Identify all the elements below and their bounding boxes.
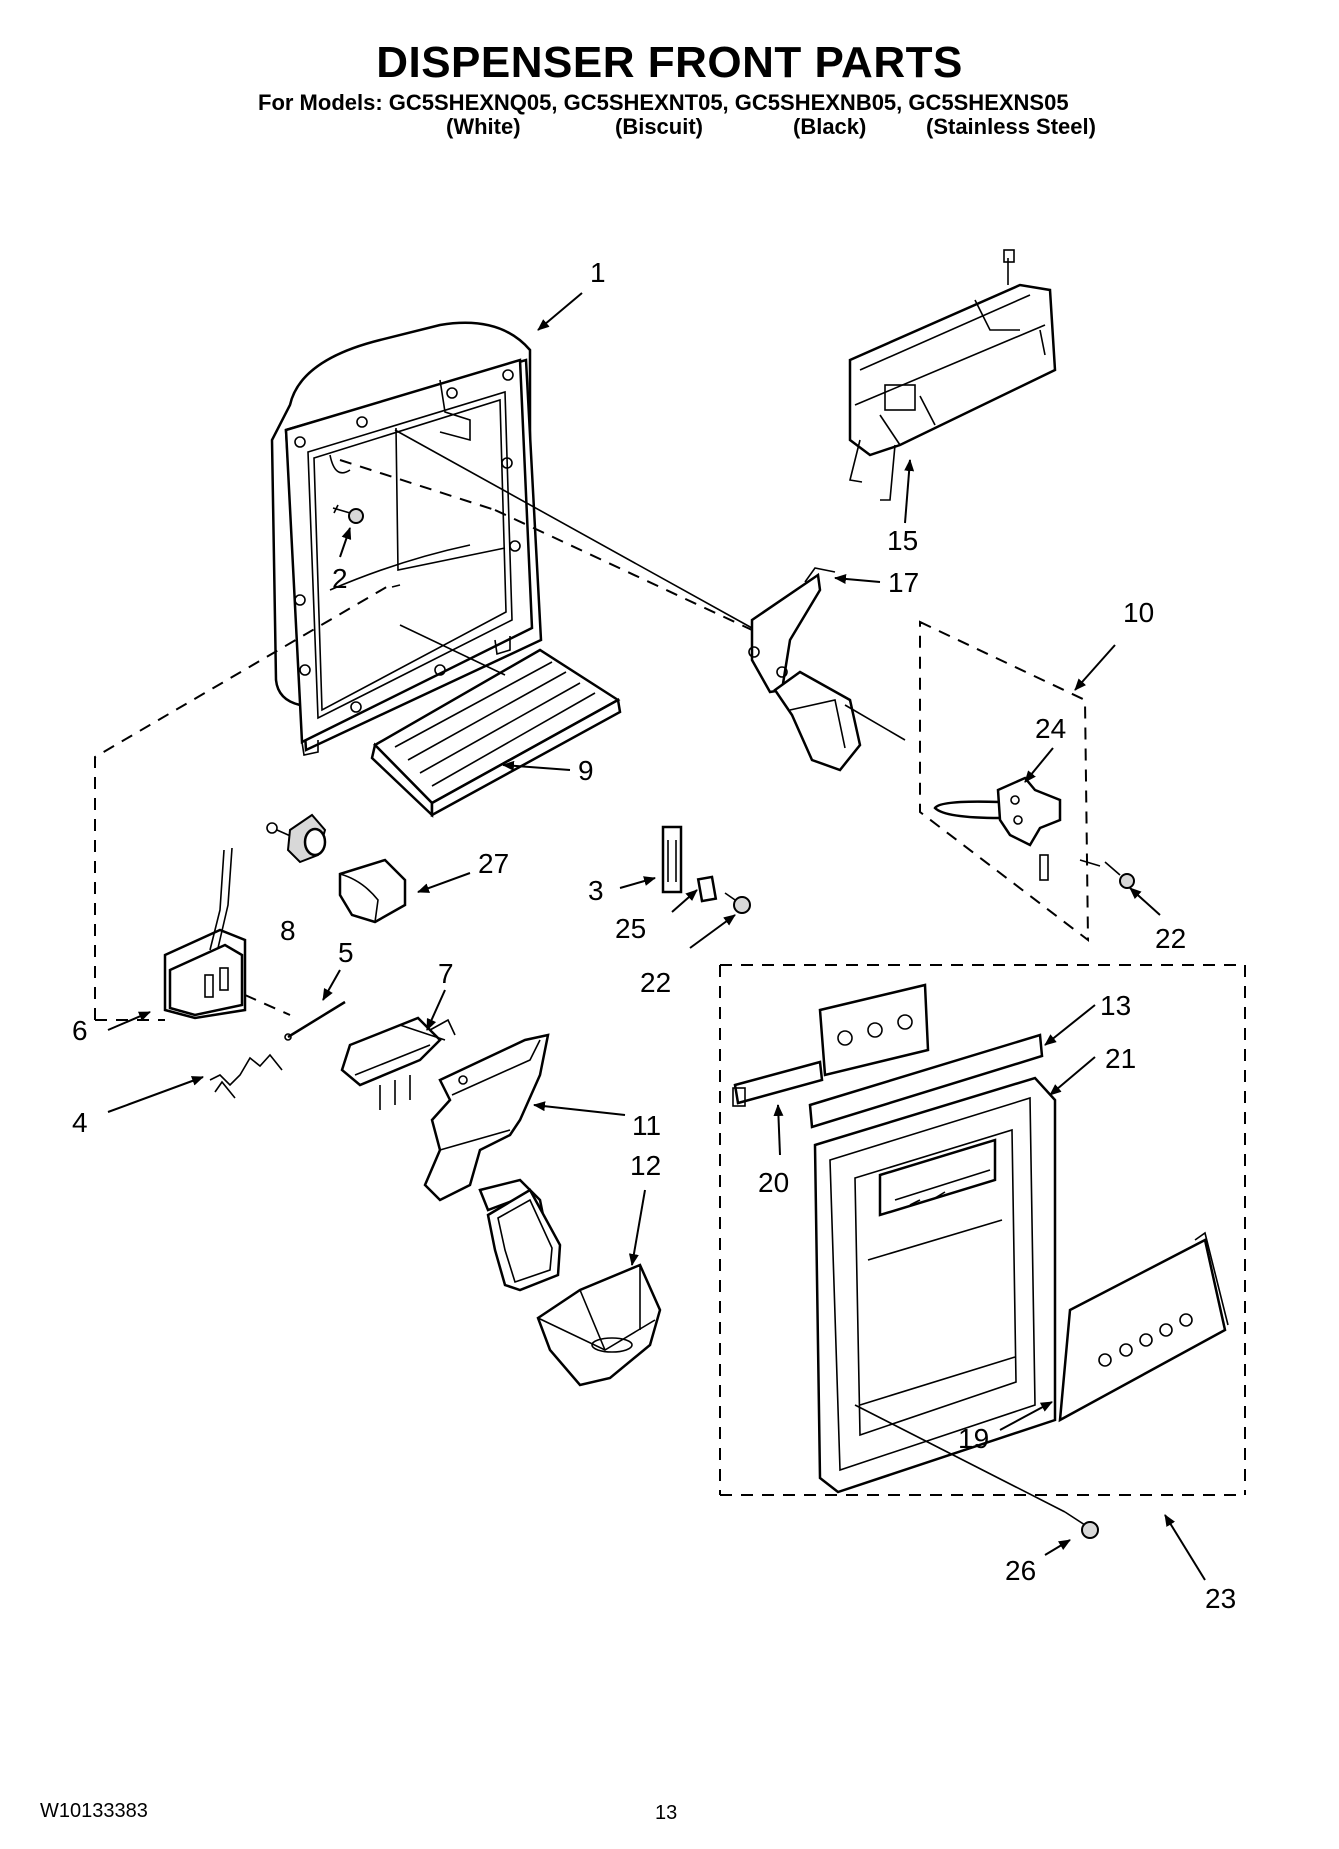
part-17-lever [748, 567, 862, 772]
callout-19: 19 [958, 1423, 989, 1454]
callout-26: 26 [1005, 1555, 1036, 1586]
alignment-lines [94, 429, 1246, 1513]
document-number: W10133383 [40, 1800, 148, 1822]
callout-11: 11 [632, 1110, 661, 1141]
page-title: DISPENSER FRONT PARTS [376, 38, 963, 87]
callout-24: 24 [1035, 713, 1066, 744]
part-24-actuator [933, 776, 1062, 881]
callout-13: 13 [1100, 990, 1131, 1021]
callout-23: 23 [1205, 1583, 1236, 1614]
callout-25: 25 [615, 913, 646, 944]
callout-10: 10 [1123, 597, 1154, 628]
callout-21: 21 [1105, 1043, 1136, 1074]
part-20-plate [732, 983, 930, 1107]
callout-27: 27 [478, 848, 509, 879]
part-5-pin [284, 1000, 346, 1041]
part-21-front-panel [813, 1076, 1057, 1494]
callout-3: 3 [588, 875, 604, 906]
part-3-switch [661, 825, 683, 894]
part-27-cover [338, 858, 407, 924]
part-6-module [163, 847, 247, 1020]
callout-17: 17 [888, 567, 919, 598]
part-2-screw [332, 504, 364, 524]
finish-black: (Black) [793, 114, 867, 139]
part-13-strip [808, 1033, 1044, 1129]
callout-5: 5 [338, 937, 354, 968]
part-26-screw [1064, 1511, 1099, 1539]
callout-8: 8 [280, 915, 296, 946]
finish-biscuit: (Biscuit) [615, 114, 703, 139]
leader-arrows [107, 292, 1206, 1581]
callout-6: 6 [72, 1015, 88, 1046]
part-11-chute-arm [423, 1033, 550, 1202]
callout-7: 7 [438, 958, 454, 989]
callout-15: 15 [887, 525, 918, 556]
part-7-hinge [340, 1016, 456, 1110]
part-19-control-panel [1058, 1231, 1229, 1423]
part-8-motor [266, 813, 327, 864]
part-22-screw-center [724, 892, 751, 914]
part-1-housing [270, 321, 543, 756]
finish-white: (White) [446, 114, 521, 139]
part-15-bracket [848, 249, 1057, 501]
callout-labels: 1 2 15 17 10 24 9 8 27 3 25 22 22 5 7 6 … [72, 257, 1236, 1614]
part-4-spring [209, 1053, 283, 1099]
callout-4: 4 [72, 1107, 88, 1138]
callout-9: 9 [578, 755, 594, 786]
part-9-drip-tray [370, 648, 622, 818]
part-12-ice-chute [536, 1263, 662, 1387]
callout-2: 2 [332, 563, 348, 594]
finish-stainless-steel: (Stainless Steel) [926, 114, 1096, 139]
callout-12: 12 [630, 1150, 661, 1181]
part-25-insulator [696, 875, 718, 903]
part-11-paddle [478, 1178, 562, 1292]
page-number: 13 [655, 1802, 678, 1824]
callout-1: 1 [590, 257, 606, 288]
callout-22-right: 22 [1155, 923, 1186, 954]
callout-22-center: 22 [640, 967, 671, 998]
part-22-screw-right [1104, 861, 1135, 889]
models-line: For Models: GC5SHEXNQ05, GC5SHEXNT05, GC… [258, 90, 1069, 115]
callout-20: 20 [758, 1167, 789, 1198]
